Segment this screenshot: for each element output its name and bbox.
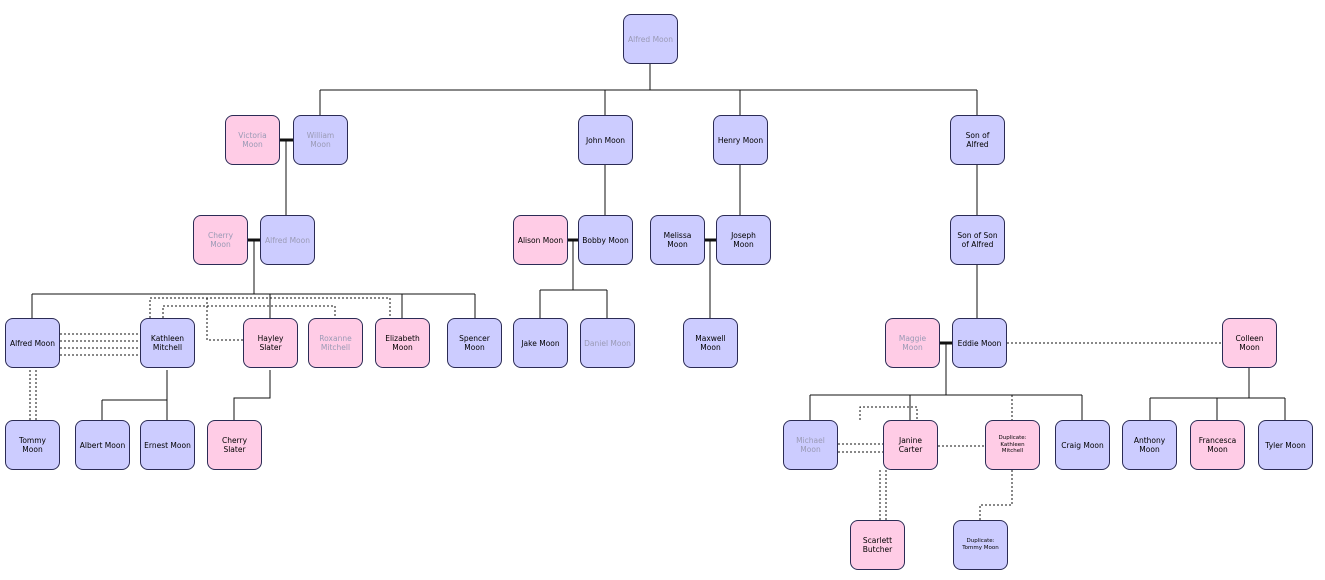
person-node-joseph-moon[interactable]: Joseph Moon <box>716 215 771 265</box>
person-node-duplicate-kathleen-mitchell[interactable]: Duplicate: Kathleen Mitchell <box>985 420 1040 470</box>
relationship-edge <box>859 406 918 420</box>
person-node-daniel-moon[interactable]: Daniel Moon <box>580 318 635 368</box>
person-node-michael-moon[interactable]: Michael Moon <box>783 420 838 470</box>
person-node-janine-carter[interactable]: Janine Carter <box>883 420 938 470</box>
relationship-edge <box>206 298 243 341</box>
person-node-elizabeth-moon[interactable]: Elizabeth Moon <box>375 318 430 368</box>
person-node-victoria-moon[interactable]: Victoria Moon <box>225 115 280 165</box>
relationship-edge <box>149 297 391 318</box>
person-node-colleen-moon[interactable]: Colleen Moon <box>1222 318 1277 368</box>
person-node-bobby-moon[interactable]: Bobby Moon <box>578 215 633 265</box>
person-node-henry-moon[interactable]: Henry Moon <box>713 115 768 165</box>
person-node-maxwell-moon[interactable]: Maxwell Moon <box>683 318 738 368</box>
person-node-francesca-moon[interactable]: Francesca Moon <box>1190 420 1245 470</box>
person-node-eddie-moon[interactable]: Eddie Moon <box>952 318 1007 368</box>
person-node-son-of-alfred[interactable]: Son of Alfred <box>950 115 1005 165</box>
person-node-spencer-moon[interactable]: Spencer Moon <box>447 318 502 368</box>
person-node-maggie-moon[interactable]: Maggie Moon <box>885 318 940 368</box>
person-node-tyler-moon[interactable]: Tyler Moon <box>1258 420 1313 470</box>
person-node-duplicate-tommy-moon[interactable]: Duplicate: Tommy Moon <box>953 520 1008 570</box>
person-node-anthony-moon[interactable]: Anthony Moon <box>1122 420 1177 470</box>
person-node-john-moon[interactable]: John Moon <box>578 115 633 165</box>
family-edge <box>233 370 271 420</box>
person-node-alfred-moon-sr[interactable]: Alfred Moon <box>623 14 678 64</box>
person-node-alison-moon[interactable]: Alison Moon <box>513 215 568 265</box>
person-node-scarlett-butcher[interactable]: Scarlett Butcher <box>850 520 905 570</box>
person-node-cherry-slater[interactable]: Cherry Slater <box>207 420 262 470</box>
person-node-william-moon[interactable]: William Moon <box>293 115 348 165</box>
relationship-edge <box>979 470 1013 520</box>
person-node-roxanne-mitchell[interactable]: Roxanne Mitchell <box>308 318 363 368</box>
person-node-son-of-son-of-alfred[interactable]: Son of Son of Alfred <box>950 215 1005 265</box>
person-node-craig-moon[interactable]: Craig Moon <box>1055 420 1110 470</box>
person-node-kathleen-mitchell[interactable]: Kathleen Mitchell <box>140 318 195 368</box>
person-node-alfred-moon-iii[interactable]: Alfred Moon <box>5 318 60 368</box>
person-node-tommy-moon[interactable]: Tommy Moon <box>5 420 60 470</box>
person-node-melissa-moon[interactable]: Melissa Moon <box>650 215 705 265</box>
relationship-edge <box>162 305 336 318</box>
person-node-hayley-slater[interactable]: Hayley Slater <box>243 318 298 368</box>
person-node-ernest-moon[interactable]: Ernest Moon <box>140 420 195 470</box>
person-node-alfred-moon-jr[interactable]: Alfred Moon <box>260 215 315 265</box>
person-node-cherry-moon[interactable]: Cherry Moon <box>193 215 248 265</box>
person-node-albert-moon[interactable]: Albert Moon <box>75 420 130 470</box>
person-node-jake-moon[interactable]: Jake Moon <box>513 318 568 368</box>
